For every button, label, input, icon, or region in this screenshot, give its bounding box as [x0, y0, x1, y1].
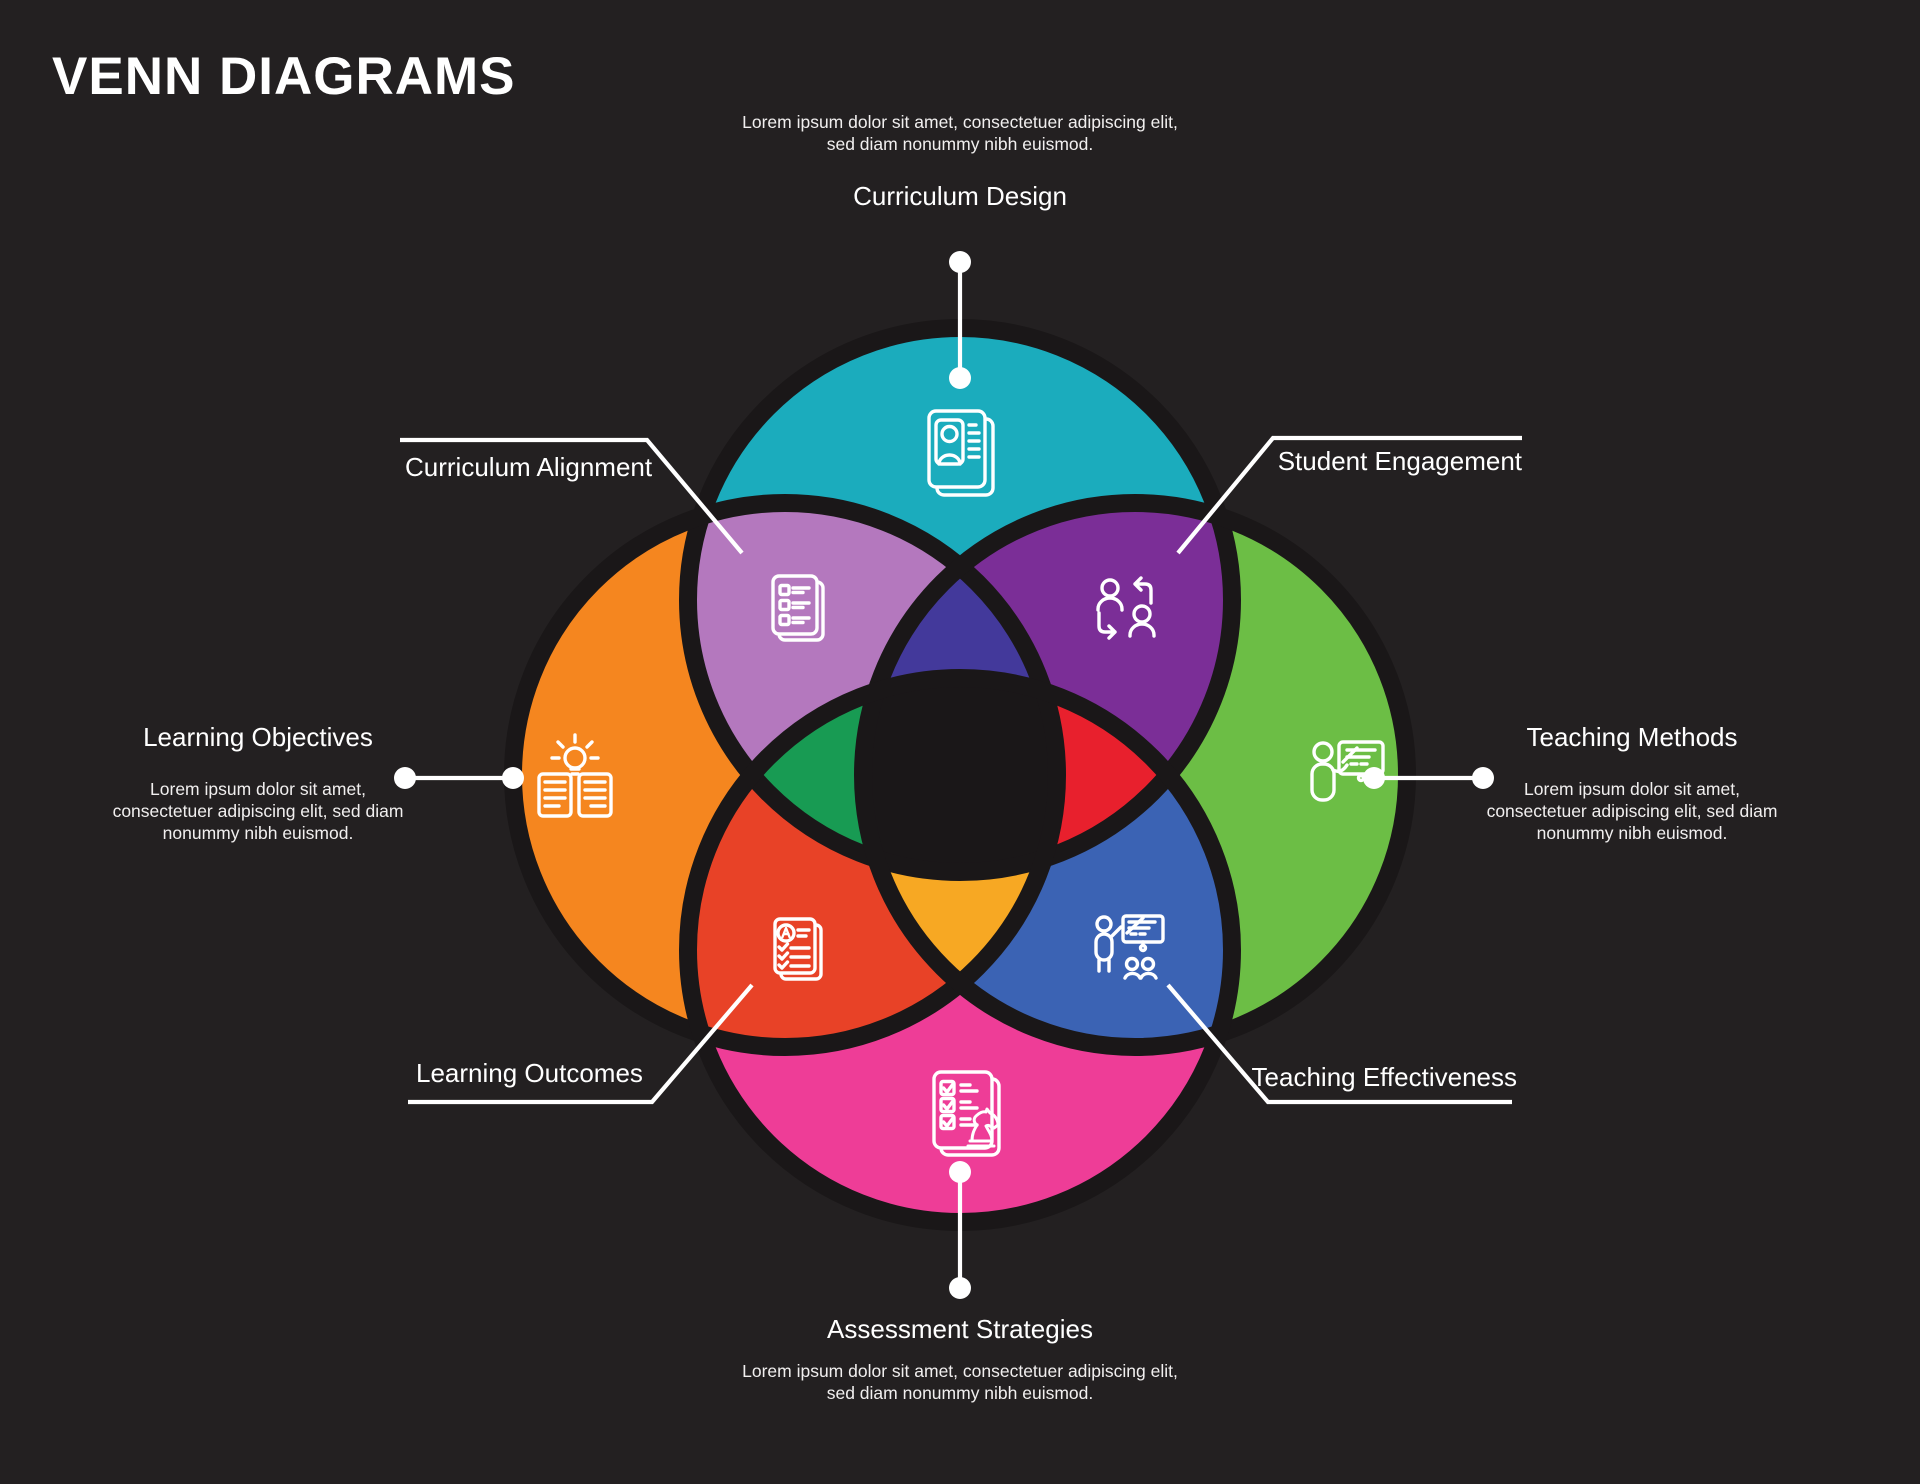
node-block-learning-objectives: Learning Objectives Lorem ipsum dolor si… [103, 722, 413, 844]
connector-dots [394, 251, 1494, 1299]
checklist-document-icon [771, 574, 825, 642]
node-description: Lorem ipsum dolor sit amet, consectetuer… [742, 112, 1178, 154]
node-block-teaching-methods: Teaching Methods Lorem ipsum dolor sit a… [1477, 722, 1787, 844]
callout-line-top-left [400, 437, 744, 555]
node-label-learning-objectives: Learning Objectives [143, 722, 373, 752]
node-label-assessment-strategies: Assessment Strategies [827, 1314, 1093, 1344]
callout-line-bottom-right [1166, 983, 1512, 1105]
presenter-whiteboard-icon [1310, 740, 1385, 802]
label-learning-outcomes: Learning Outcomes [416, 1058, 643, 1088]
label-curriculum-alignment: Curriculum Alignment [405, 452, 653, 482]
callout-lines [400, 262, 1522, 1288]
node-block-curriculum-design: Lorem ipsum dolor sit amet, consectetuer… [730, 112, 1190, 213]
assessment-checklist-icon [932, 1070, 1001, 1157]
label-student-engagement: Student Engagement [1277, 446, 1522, 476]
graded-report-icon [773, 917, 823, 981]
open-book-idea-icon [537, 733, 613, 818]
label-teaching-effectiveness: Teaching Effectiveness [1251, 1062, 1517, 1092]
node-label-teaching-methods: Teaching Methods [1526, 722, 1738, 752]
callout-line-top-right [1176, 435, 1522, 555]
node-description: Lorem ipsum dolor sit amet, consectetuer… [1486, 779, 1778, 843]
node-description: Lorem ipsum dolor sit amet, consectetuer… [742, 1361, 1178, 1403]
resume-document-icon [927, 409, 995, 497]
node-block-assessment-strategies: Assessment Strategies Lorem ipsum dolor … [730, 1314, 1190, 1405]
page-title: VENN DIAGRAMS [52, 47, 516, 106]
node-label-curriculum-design: Curriculum Design [853, 181, 1067, 212]
node-description: Lorem ipsum dolor sit amet, consectetuer… [112, 779, 404, 843]
people-exchange-icon [1096, 576, 1156, 640]
chess-knight-icon [966, 1107, 1000, 1148]
classroom-training-icon [1094, 914, 1165, 980]
callout-line-bottom-left [408, 983, 754, 1105]
